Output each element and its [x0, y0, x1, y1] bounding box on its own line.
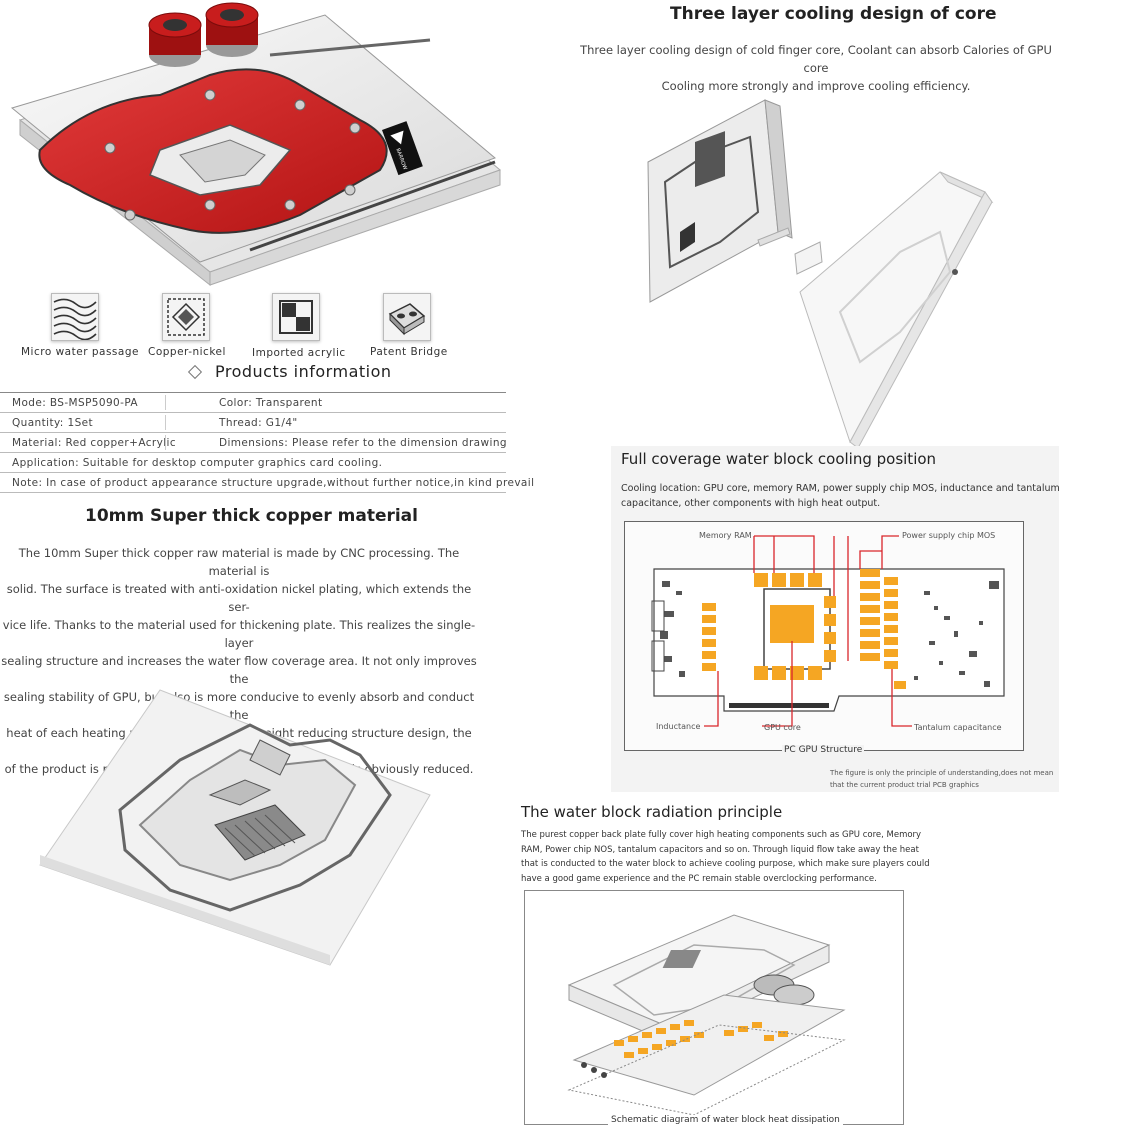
info-mode: Mode: BS-MSP5090-PA: [12, 397, 138, 409]
label-gpu-core: GPU core: [764, 723, 801, 732]
diamond-pattern-icon: [162, 293, 210, 341]
wave-lines-icon: [51, 293, 99, 341]
table-row: Note: In case of product appearance stru…: [0, 473, 534, 493]
three-layer-title: Three layer cooling design of core: [670, 4, 997, 24]
product-hero-image: BARROW: [0, 0, 510, 290]
diamond-bullet-icon: [187, 364, 203, 380]
text-line: vice life. Thanks to the material used f…: [2, 618, 476, 650]
label-memory-ram: Memory RAM: [699, 531, 752, 540]
pcb-diagram: [624, 521, 1024, 751]
copper-plate-image: [30, 685, 450, 970]
text-line: The 10mm Super thick copper raw material…: [18, 546, 460, 578]
text-line: sealing structure and increases the wate…: [1, 654, 477, 686]
label-inductance: Inductance: [656, 722, 701, 731]
product-info-title: Products information: [215, 362, 392, 381]
coverage-note: The figure is only the principle of unde…: [830, 767, 1053, 791]
text-line: The purest copper back plate fully cover…: [521, 830, 922, 840]
text-line: have a good game experience and the PC r…: [521, 873, 877, 884]
text-line: The figure is only the principle of unde…: [830, 769, 1054, 777]
table-row: Quantity: 1Set Thread: G1/4": [0, 413, 506, 433]
product-info-table: Mode: BS-MSP5090-PA Color: Transparent Q…: [0, 392, 534, 493]
radiation-diagram: [524, 890, 904, 1125]
info-application: Application: Suitable for desktop comput…: [12, 457, 383, 469]
text-line: capacitance, other components with high …: [621, 498, 881, 509]
text-line: solid. The surface is treated with anti-…: [6, 582, 472, 614]
text-line: Cooling location: GPU core, memory RAM, …: [621, 483, 1060, 494]
radiation-desc: The purest copper back plate fully cover…: [521, 828, 930, 886]
text-line: that the current product trial PCB graph…: [830, 781, 979, 789]
bridge-block-icon: [383, 293, 431, 341]
info-material: Material: Red copper+Acrylic: [12, 437, 177, 449]
label-power-mos: Power supply chip MOS: [902, 531, 996, 540]
feature-label-patent-bridge: Patent Bridge: [370, 346, 448, 358]
exploded-block-image: [640, 92, 1010, 452]
radiation-caption: Schematic diagram of water block heat di…: [608, 1115, 843, 1125]
pc-gpu-structure-label: PC GPU Structure: [782, 745, 865, 755]
feature-label-copper-nickel: Copper-nickel: [148, 346, 226, 358]
text-line: Cooling more strongly and improve coolin…: [661, 79, 971, 93]
feature-label-water-passage: Micro water passage: [21, 346, 139, 358]
table-row: Material: Red copper+Acrylic Dimensions:…: [0, 433, 507, 453]
info-note: Note: In case of product appearance stru…: [12, 477, 535, 489]
coverage-title: Full coverage water block cooling positi…: [621, 450, 937, 468]
label-tantalum: Tantalum capacitance: [914, 723, 1002, 732]
info-thread: Thread: G1/4": [219, 417, 298, 429]
text-line: that is conducted to the water block to …: [521, 859, 930, 869]
three-layer-paragraph: Three layer cooling design of cold finge…: [566, 41, 1066, 95]
text-line: RAM, Power chip NOS, tantalum capacitors…: [521, 844, 919, 855]
table-row: Mode: BS-MSP5090-PA Color: Transparent: [0, 393, 506, 413]
copper-section-title: 10mm Super thick copper material: [85, 506, 418, 526]
checker-square-icon: [272, 293, 320, 341]
text-line: Three layer cooling design of cold finge…: [580, 43, 1052, 75]
feature-label-acrylic: Imported acrylic: [252, 347, 346, 359]
info-dimensions: Dimensions: Please refer to the dimensio…: [219, 437, 507, 449]
table-row: Application: Suitable for desktop comput…: [0, 453, 506, 473]
radiation-title: The water block radiation principle: [521, 803, 783, 821]
coverage-desc: Cooling location: GPU core, memory RAM, …: [621, 481, 1060, 511]
info-quantity: Quantity: 1Set: [12, 417, 94, 429]
info-color: Color: Transparent: [219, 397, 323, 409]
